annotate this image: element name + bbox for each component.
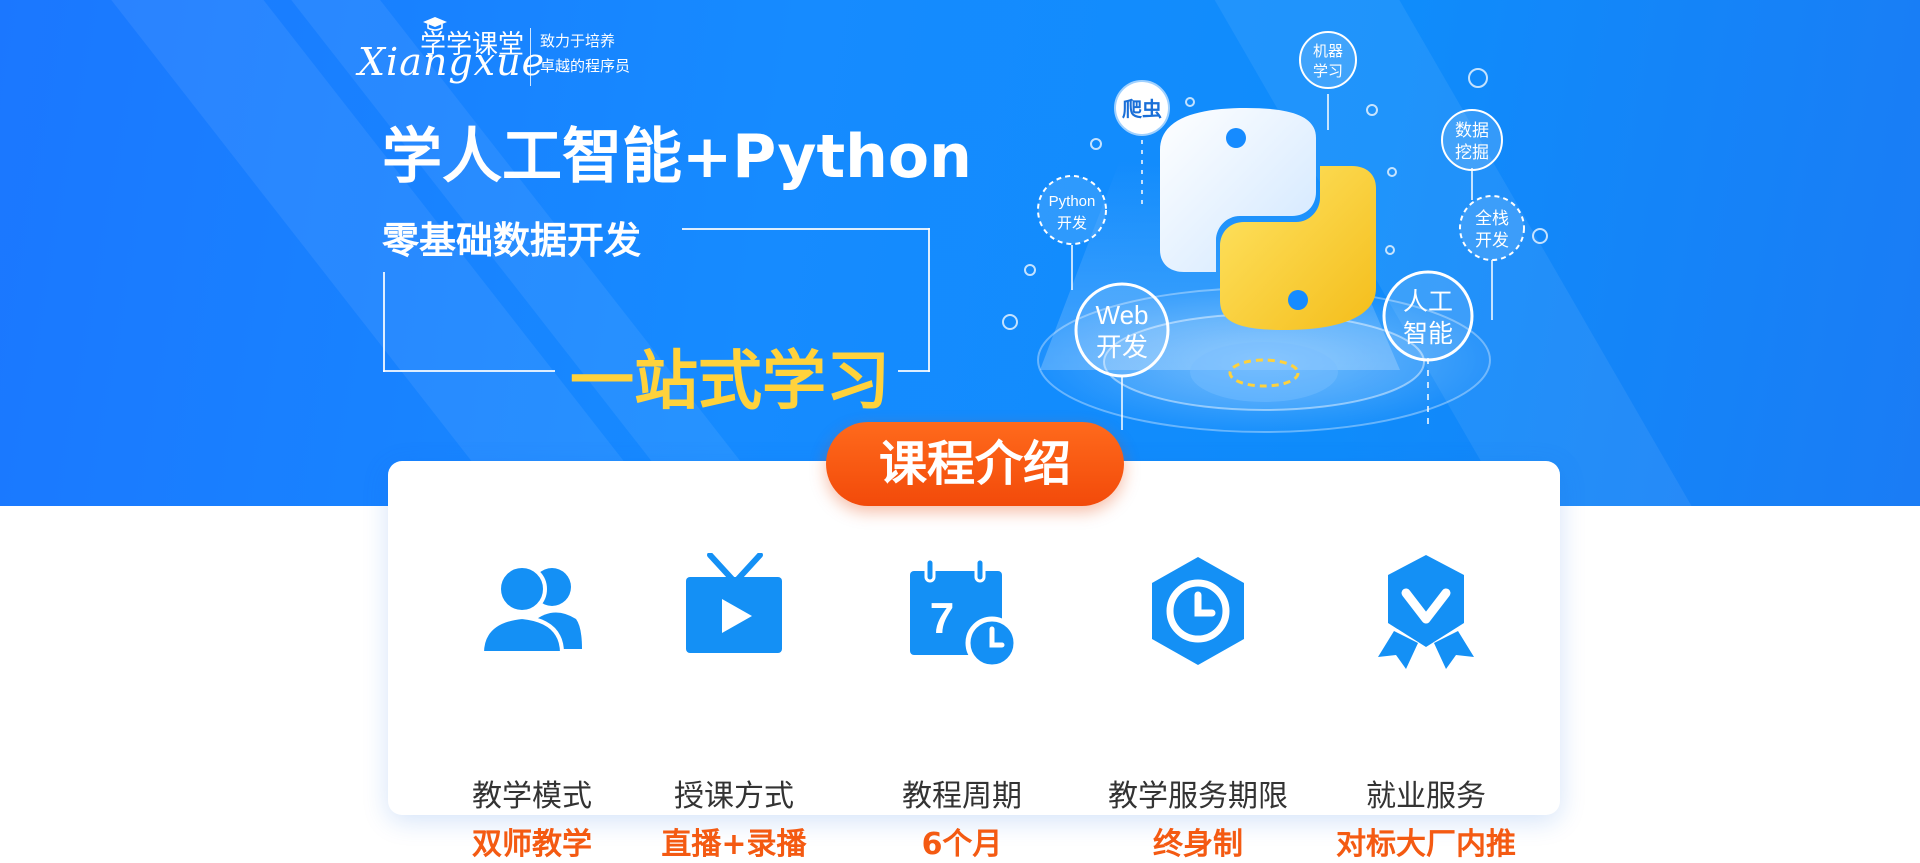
tag-web-line1: Web bbox=[1096, 300, 1149, 330]
hero-banner: 学学课堂 Xiangxue 致力于培养 卓越的程序员 学人工智能+Python … bbox=[0, 0, 1920, 506]
calendar-day-text: 7 bbox=[930, 594, 954, 643]
tag-crawler: 爬虫 bbox=[1114, 80, 1170, 136]
tag-mining-line2: 挖掘 bbox=[1455, 143, 1489, 162]
feature-label: 教程周期 bbox=[902, 779, 1022, 814]
frame-line bbox=[928, 228, 930, 372]
feature-label: 教学模式 bbox=[472, 779, 592, 814]
tag-ai: 人工 智能 bbox=[1382, 270, 1474, 362]
logo-script-name: Xiangxue bbox=[358, 40, 546, 84]
tag-ai-line2: 智能 bbox=[1403, 320, 1453, 348]
frame-line bbox=[682, 228, 930, 230]
tag-web-line2: 开发 bbox=[1096, 332, 1148, 362]
hero-title: 学人工智能+Python bbox=[382, 122, 972, 192]
hexagon-clock-icon bbox=[1152, 557, 1244, 665]
tag-machine-learning: 机器 学习 bbox=[1299, 31, 1357, 89]
section-title-pill: 课程介绍 bbox=[826, 422, 1124, 506]
tag-mining-line1: 数据 bbox=[1455, 121, 1489, 140]
tag-python-dev: Python 开发 bbox=[1037, 175, 1107, 245]
logo-tagline-1: 致力于培养 bbox=[540, 32, 616, 50]
logo-divider bbox=[530, 28, 531, 86]
feature-value: 终身制 bbox=[1153, 827, 1243, 862]
tag-data-mining: 数据 挖掘 bbox=[1441, 109, 1503, 171]
hero-subtitle: 零基础数据开发 bbox=[382, 219, 641, 262]
feature-value: 对标大厂内推 bbox=[1336, 827, 1516, 862]
frame-line bbox=[898, 370, 930, 372]
hero-highlight: 一站式学习 bbox=[570, 345, 890, 419]
logo-brand-name: 学学课堂 bbox=[420, 30, 525, 60]
graduation-cap-icon bbox=[423, 17, 447, 31]
feature-value: 双师教学 bbox=[472, 827, 592, 862]
tag-py-line2: 开发 bbox=[1057, 215, 1087, 232]
tag-full-stack: 全栈 开发 bbox=[1459, 195, 1525, 261]
logo-tagline-2: 卓越的程序员 bbox=[540, 57, 631, 75]
feature-value: 6个月 bbox=[921, 827, 1003, 862]
feature-label: 授课方式 bbox=[674, 779, 794, 814]
frame-line bbox=[383, 370, 555, 372]
course-intro-card: 教学模式 双师教学 授课方式 直播+录播 7 教程周期 6个月 教学服 bbox=[388, 461, 1560, 862]
feature-label: 教学服务期限 bbox=[1108, 779, 1288, 814]
badge-check-icon bbox=[1378, 555, 1474, 669]
users-icon bbox=[479, 564, 582, 655]
feature-value: 直播+录播 bbox=[661, 827, 807, 862]
tag-crawler-text: 爬虫 bbox=[1122, 97, 1162, 121]
tag-py-line1: Python bbox=[1049, 193, 1096, 210]
tv-play-icon bbox=[686, 553, 782, 653]
tag-web-dev: Web 开发 bbox=[1074, 282, 1170, 378]
tag-ai-line1: 人工 bbox=[1403, 288, 1453, 316]
python-tech-illustration: 爬虫 机器 学习 数据 挖掘 Python 开发 全栈 开发 Web 开发 bbox=[1002, 31, 1548, 433]
tag-ml-line1: 机器 bbox=[1313, 43, 1343, 60]
tag-fullstack-line1: 全栈 bbox=[1475, 209, 1509, 228]
feature-label: 就业服务 bbox=[1366, 779, 1486, 814]
calendar-clock-icon: 7 bbox=[910, 557, 1019, 670]
tag-fullstack-line2: 开发 bbox=[1475, 231, 1509, 250]
tag-ml-line2: 学习 bbox=[1313, 63, 1343, 80]
frame-line bbox=[383, 272, 385, 372]
